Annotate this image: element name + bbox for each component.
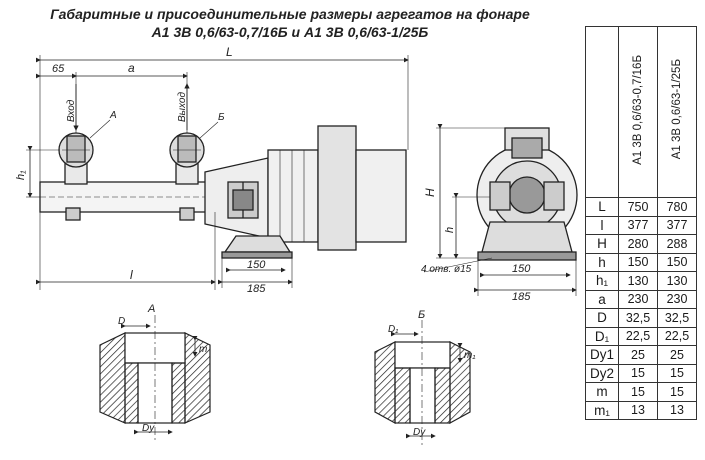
page-subtitle: А1 3В 0,6/63-0,7/16Б и А1 3В 0,6/63-1/25… bbox=[151, 24, 429, 40]
inlet-label: Вход bbox=[66, 99, 77, 122]
section-A-label: А bbox=[147, 303, 155, 315]
table-corner bbox=[585, 26, 619, 198]
section-B bbox=[374, 320, 471, 445]
callout-A: А bbox=[109, 110, 117, 121]
holes-note: 4 отв. ø15 bbox=[421, 264, 472, 275]
dim-m-label: m bbox=[199, 344, 207, 355]
technical-drawing: 65 a L l h₁ Вход Выход А Б 150 185 H h 4… bbox=[15, 45, 578, 445]
section-A bbox=[99, 315, 211, 440]
page-title: Габаритные и присоединительные размеры а… bbox=[50, 6, 530, 22]
dim-m1-label: m₁ bbox=[464, 350, 475, 361]
dim-l-label: l bbox=[130, 268, 133, 282]
dim-Dy2-label: Dу bbox=[413, 427, 426, 438]
dim-185-side-label: 185 bbox=[512, 291, 531, 303]
motor bbox=[267, 149, 319, 243]
dim-Dy1-label: Dу bbox=[142, 423, 155, 434]
front-view bbox=[26, 55, 409, 290]
dim-a-label: a bbox=[128, 61, 135, 75]
outlet-label: Выход bbox=[177, 92, 188, 122]
dim-D1-label: D₁ bbox=[388, 324, 398, 335]
base-support bbox=[223, 235, 292, 253]
dim-h-label: h bbox=[444, 227, 456, 233]
section-B-label: Б bbox=[418, 309, 425, 321]
model-header-1: А1 3В 0,6/63-0,7/16Б bbox=[618, 26, 658, 198]
dim-150-side-label: 150 bbox=[512, 263, 531, 275]
dim-h1-label: h₁ bbox=[15, 170, 27, 180]
dim-L-label: L bbox=[226, 45, 233, 59]
dim-185-front-label: 185 bbox=[247, 283, 266, 295]
side-view bbox=[423, 124, 578, 296]
dimensions-table: А1 3В 0,6/63-0,7/16Б А1 3В 0,6/63-1/25Б … bbox=[585, 26, 697, 420]
dim-150-front-label: 150 bbox=[247, 259, 266, 271]
dim-H-label: H bbox=[423, 188, 437, 197]
model-header-2: А1 3В 0,6/63-1/25Б bbox=[657, 26, 697, 198]
dim-65-label: 65 bbox=[52, 63, 65, 75]
dim-D-label: D bbox=[118, 316, 125, 327]
callout-B: Б bbox=[218, 112, 225, 123]
